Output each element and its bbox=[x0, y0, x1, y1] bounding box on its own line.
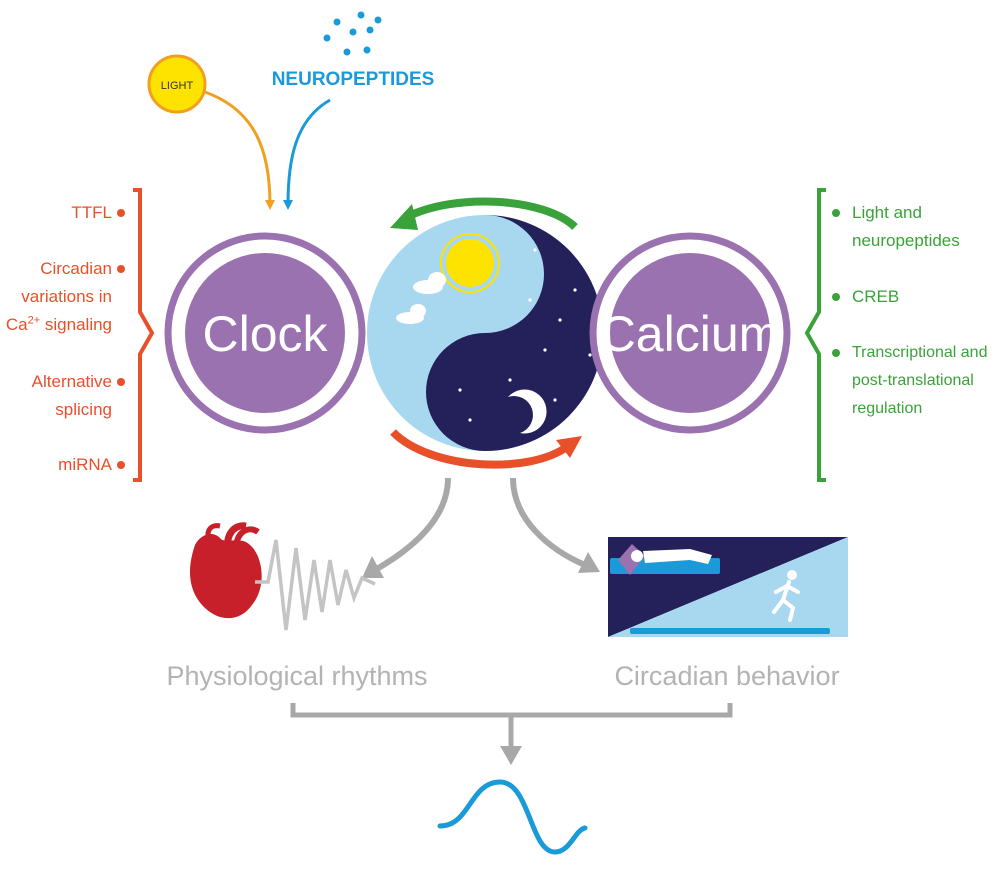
clock-factor-mirna: miRNA bbox=[58, 455, 112, 474]
running-person-icon bbox=[772, 570, 800, 622]
merge-arrowhead bbox=[500, 746, 522, 765]
calcium-factors-bracket bbox=[804, 188, 826, 482]
clock-factor-circadian-ca: Circadian variations in Ca2+ signaling bbox=[5, 259, 112, 334]
green-arrowhead bbox=[390, 204, 418, 230]
green-cycle-arrow bbox=[403, 197, 578, 231]
clock-label: Clock bbox=[202, 306, 328, 362]
physiological-rhythms-label: Physiological rhythms bbox=[166, 661, 427, 691]
red-cycle-arrow bbox=[390, 429, 571, 469]
arrowhead-behavior bbox=[578, 552, 600, 573]
circadian-oscillation-wave bbox=[437, 779, 588, 855]
neuropeptides-arrow bbox=[283, 98, 331, 210]
red-arrowhead bbox=[556, 436, 582, 458]
day-night-yinyang bbox=[367, 215, 603, 451]
light-sun-icon: LIGHT bbox=[147, 54, 207, 114]
light-arrow bbox=[204, 90, 275, 210]
sun-icon bbox=[440, 233, 500, 293]
clock-factor-splicing: Alternative splicing bbox=[31, 372, 112, 419]
sleep-wake-panel bbox=[608, 537, 848, 637]
neuropeptides-label: NEUROPEPTIDES bbox=[272, 69, 435, 90]
cloud-icon bbox=[396, 272, 446, 324]
clock-node: Clock bbox=[164, 232, 366, 434]
moon-icon bbox=[508, 389, 547, 434]
calcium-factor-creb: CREB bbox=[852, 287, 900, 306]
calcium-factor-light: Light and neuropeptides bbox=[852, 203, 960, 250]
calcium-factor-regulation: Transcriptional and post-translational r… bbox=[852, 344, 988, 417]
track-icon bbox=[630, 628, 830, 634]
neuropeptide-dots-icon bbox=[323, 11, 382, 56]
clock-factors-bracket bbox=[133, 188, 155, 482]
heart-icon bbox=[190, 522, 262, 619]
light-label: LIGHT bbox=[161, 80, 194, 92]
clock-factor-bullets bbox=[117, 209, 125, 469]
calcium-node: Calcium bbox=[589, 232, 791, 434]
ecg-wave bbox=[255, 539, 376, 631]
calcium-factor-bullets bbox=[832, 209, 840, 357]
circadian-behavior-label: Circadian behavior bbox=[614, 661, 839, 691]
merge-bracket bbox=[290, 703, 733, 718]
clock-factor-ttfl: TTFL bbox=[71, 203, 112, 222]
calcium-label: Calcium bbox=[600, 306, 781, 362]
arrowhead-physiology bbox=[362, 556, 384, 578]
sleeping-person-icon bbox=[631, 549, 712, 564]
arrow-to-physiology bbox=[373, 477, 451, 573]
arrow-to-behavior bbox=[510, 477, 587, 568]
